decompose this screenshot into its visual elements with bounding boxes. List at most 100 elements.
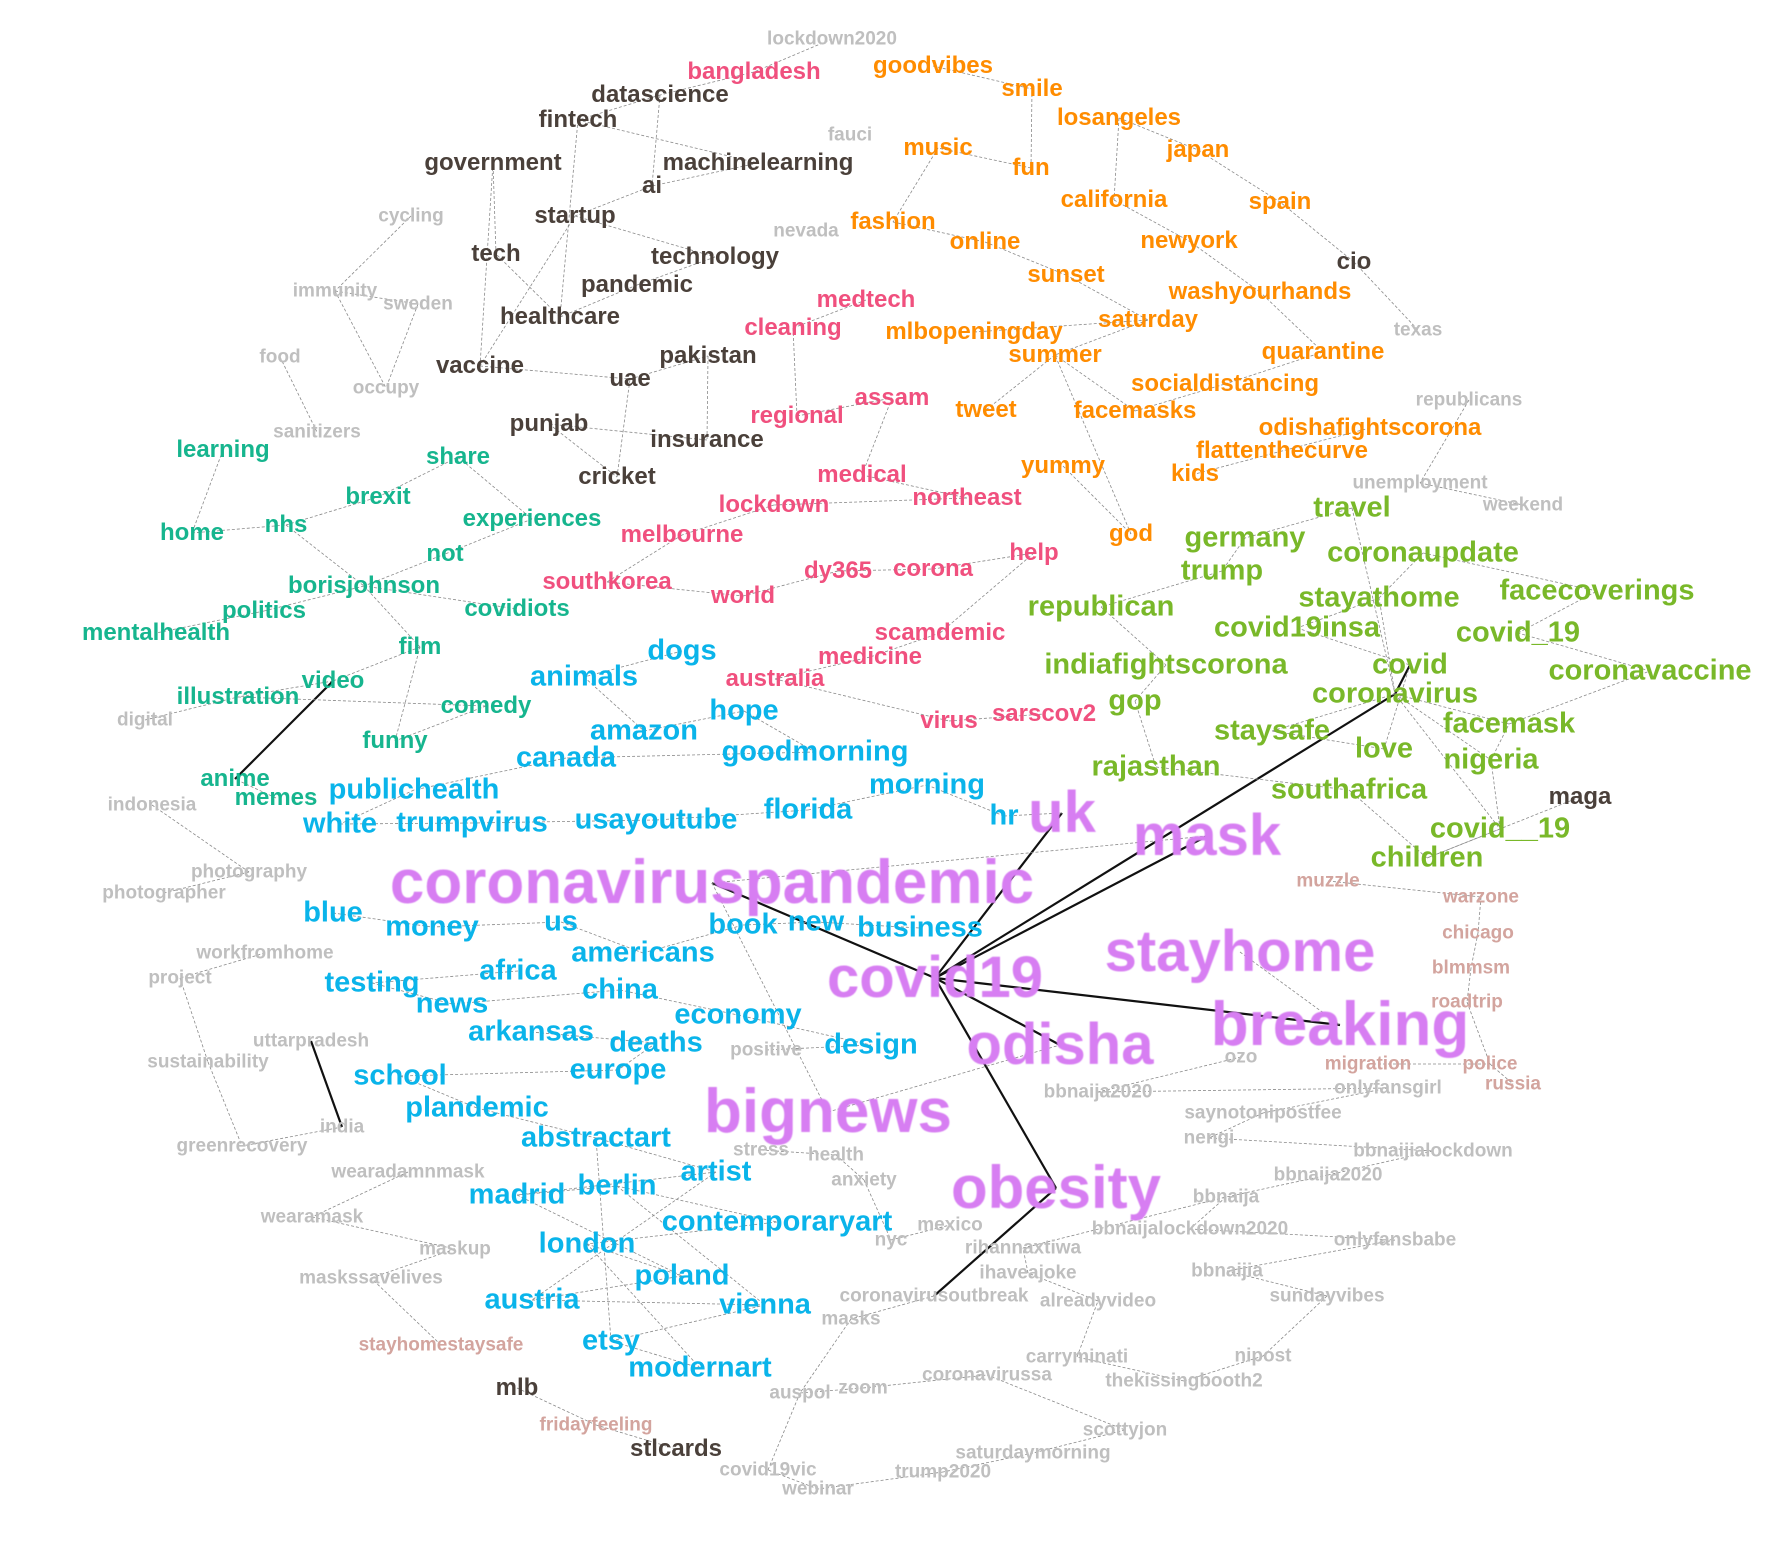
hashtag-node: regional [750,402,844,429]
hashtag-node: maga [1548,783,1612,810]
hashtag-node: california [1060,186,1168,213]
network-edge [155,610,265,634]
hashtag-node: nevada [773,220,839,242]
network-edge [765,1044,872,1051]
hashtag-node: bangladesh [687,58,821,85]
hashtag-node: cio [1336,248,1372,275]
network-edge [934,977,1057,1189]
hashtag-node: southafrica [1270,773,1428,806]
hashtag-node: covidiots [464,595,570,622]
hashtag-node: dogs [647,634,717,667]
hashtag-node: london [538,1227,636,1260]
hashtag-node: morning [869,768,985,801]
hashtag-node: school [353,1059,447,1092]
network-edge [394,646,421,742]
hashtag-node: comedy [440,692,532,719]
network-edge [934,693,1396,979]
hashtag-node: anxiety [831,1169,897,1191]
network-edge [827,1044,1061,1113]
network-edge [311,1216,456,1250]
network-edge [1097,1056,1242,1093]
hashtag-node: vaccine [435,352,525,379]
network-edge [1490,723,1510,761]
network-edge [279,356,318,433]
network-edge [1466,1001,1491,1065]
network-edge [773,497,968,506]
network-edge [363,585,518,610]
network-edge [595,1424,677,1450]
hashtag-node: pakistan [659,342,757,369]
hashtag-node: ozo [1224,1046,1258,1068]
hashtag-node: republicans [1415,389,1523,411]
hashtag-node: chicago [1442,922,1514,944]
hashtag-node: washyourhands [1168,278,1352,305]
network-edge [583,650,683,678]
network-edge [285,496,379,526]
hashtag-node: ihaveajoke [979,1262,1077,1284]
hashtag-node: fridayfeeling [539,1414,653,1436]
hashtag-node: design [824,1028,918,1061]
hashtag-node: kids [1170,460,1220,487]
network-edge [531,1299,766,1306]
hashtag-node: austria [484,1283,580,1316]
network-edge [1118,117,1199,151]
network-edge [937,147,1032,169]
network-edge [934,812,1063,979]
hashtag-node: alreadyvideo [1039,1290,1157,1312]
network-edge [1188,240,1261,293]
network-edge [516,1185,618,1196]
hashtag-node: stlcards [629,1435,723,1462]
network-edge [706,355,709,441]
network-edge [1030,88,1033,169]
hashtag-node: experiences [462,505,602,532]
hashtag-node: breaking [1210,990,1470,1059]
network-edge [394,705,487,742]
network-edge [1508,670,1651,725]
network-edge [334,215,412,292]
hashtag-node: cleaning [744,314,842,341]
hashtag-node: corona [892,555,974,582]
network-edge [1296,597,1380,629]
network-edge [1221,537,1246,572]
network-edge [760,1149,837,1156]
network-edge [807,784,928,811]
hashtag-node: borisjohnson [288,572,440,599]
network-edge [583,676,645,732]
network-edge [737,1014,872,1046]
network-edge [850,1295,935,1320]
network-edge [241,1126,343,1147]
hashtag-node: mentalhealth [81,619,231,646]
hashtag-node: datascience [591,81,729,108]
network-edge [892,221,986,243]
network-edge [1426,828,1501,859]
network-edge [792,299,867,329]
hashtag-node: china [582,973,658,1006]
hashtag-node: summer [1008,341,1102,368]
hashtag-node: amazon [590,714,698,747]
network-edge [234,778,277,799]
network-edge [1351,507,1396,695]
network-edge [332,912,433,928]
network-edge [595,1137,612,1342]
hashtag-node: wearadamnmask [331,1161,485,1183]
hashtag-node: blue [303,896,363,929]
hashtag-node: fun [1012,154,1050,181]
hashtag-node: immunity [292,280,378,302]
network-edge [444,518,533,555]
network-edge [681,504,775,536]
network-edge [1134,383,1226,412]
network-edge [574,215,716,258]
network-edge [1134,664,1167,702]
hashtag-node: yummy [1020,452,1106,479]
network-edge [548,423,708,441]
network-edge [1259,291,1324,353]
hashtag-node: sundayvibes [1269,1285,1385,1307]
hashtag-node: staysafe [1213,714,1331,747]
hashtag-node: anime [200,765,270,792]
network-edge [1022,1247,1029,1274]
hashtag-node: cricket [578,463,656,490]
network-edge [861,397,893,476]
network-edge [531,1171,717,1301]
hashtag-node: health [808,1144,864,1166]
